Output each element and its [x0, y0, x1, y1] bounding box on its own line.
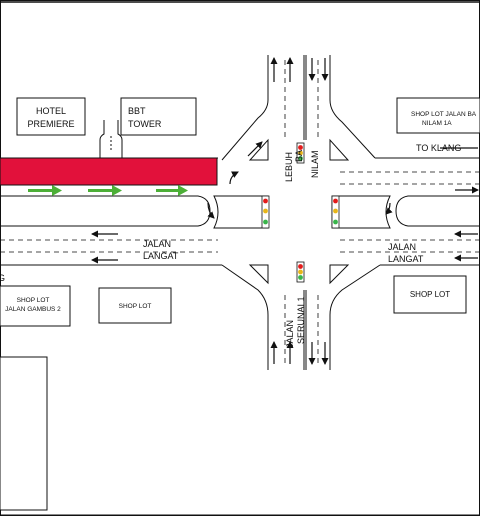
building-shop-lot-gambus: SHOP LOT JALAN GAMBUS 2: [0, 285, 71, 327]
shop-lot-jalan-ba-line2: NILAM 1A: [422, 120, 452, 127]
traffic-signal-south: [296, 261, 305, 283]
traffic-signal-west: [261, 195, 270, 229]
green-arrow-icon: [28, 185, 62, 196]
green-flow-arrows: [28, 185, 188, 196]
green-arrow-icon: [88, 185, 122, 196]
label-jalan-serunai: JALAN SERUNAI 1: [285, 296, 306, 348]
building-shop-lot-middle: SHOP LOT: [98, 287, 172, 324]
serunai-line1: JALAN: [285, 320, 295, 348]
lebuh-line3: NILAM: [310, 150, 320, 178]
jalan-langat-right-line2: LANGAT: [388, 254, 424, 264]
building-shop-lot-jalan-ba: SHOP LOT JALAN BA NILAM 1A: [396, 97, 480, 134]
turn-arrows: [207, 171, 393, 219]
label-jalan-langat-left: JALAN LANGAT: [143, 239, 179, 261]
shop-lot-gambus-line2: JALAN GAMBUS 2: [5, 306, 61, 313]
lane-markings: [0, 60, 480, 365]
building-hotel-premiere: HOTEL PREMIERE: [16, 97, 86, 136]
hotel-premiere-line1: HOTEL: [36, 106, 66, 116]
traffic-signal-north: [296, 142, 305, 164]
traffic-signal-east: [331, 195, 340, 229]
shop-lot-middle-label: SHOP LOT: [119, 303, 152, 310]
highlight-road-segment: [0, 157, 218, 186]
label-jalan-langat-right: JALAN LANGAT: [388, 242, 424, 264]
label-clipped-left: G: [0, 273, 5, 283]
building-unlabelled-block: [0, 356, 48, 511]
shop-lot-jalan-ba-line1: SHOP LOT JALAN BA: [411, 111, 477, 118]
lebuh-line1: LEBUH: [284, 152, 294, 182]
jalan-langat-right-line1: JALAN: [388, 242, 416, 252]
lebuh-line2: BA: [294, 150, 304, 162]
jalan-langat-left-line1: JALAN: [143, 239, 171, 249]
jalan-langat-left-line2: LANGAT: [143, 251, 179, 261]
arrow-icon: [247, 141, 263, 157]
building-bbt-tower: BBT TOWER: [120, 97, 197, 136]
corner-islands: [248, 138, 350, 285]
hotel-premiere-line2: PREMIERE: [27, 119, 74, 129]
shop-lot-gambus-line1: SHOP LOT: [17, 297, 50, 304]
bbt-tower-line2: TOWER: [128, 119, 162, 129]
traffic-arrows: [91, 57, 479, 365]
label-lebuh-ba-nilam: LEBUH BA NILAM: [284, 150, 320, 182]
serunai-line2: SERUNAI 1: [296, 296, 306, 344]
building-shop-lot-right: SHOP LOT: [393, 275, 467, 314]
green-arrow-icon: [156, 185, 188, 196]
label-to-klang: TO KLANG: [416, 143, 461, 153]
bbt-tower-line1: BBT: [128, 106, 146, 116]
shop-lot-right-label: SHOP LOT: [410, 290, 450, 299]
